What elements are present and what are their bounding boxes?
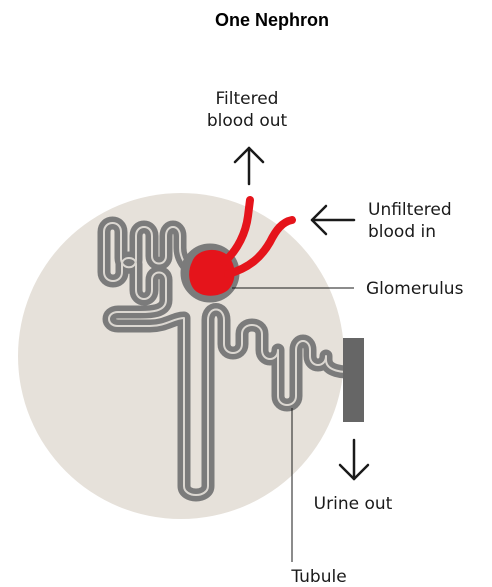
diagram-title: One Nephron [215, 10, 329, 30]
arrow-up-icon [235, 148, 263, 184]
filtered-label-line2: blood out [207, 111, 288, 131]
urine-label: Urine out [314, 494, 393, 514]
filtered-label-line1: Filtered [216, 89, 279, 109]
unfiltered-label-line2: blood in [368, 222, 436, 242]
collecting-duct [343, 338, 364, 422]
unfiltered-label-line1: Unfiltered [368, 200, 452, 220]
arrow-left-icon [312, 206, 354, 234]
tubule-label: Tubule [290, 567, 346, 587]
glomerulus-label: Glomerulus [366, 279, 464, 299]
arrow-down-icon [340, 440, 368, 479]
